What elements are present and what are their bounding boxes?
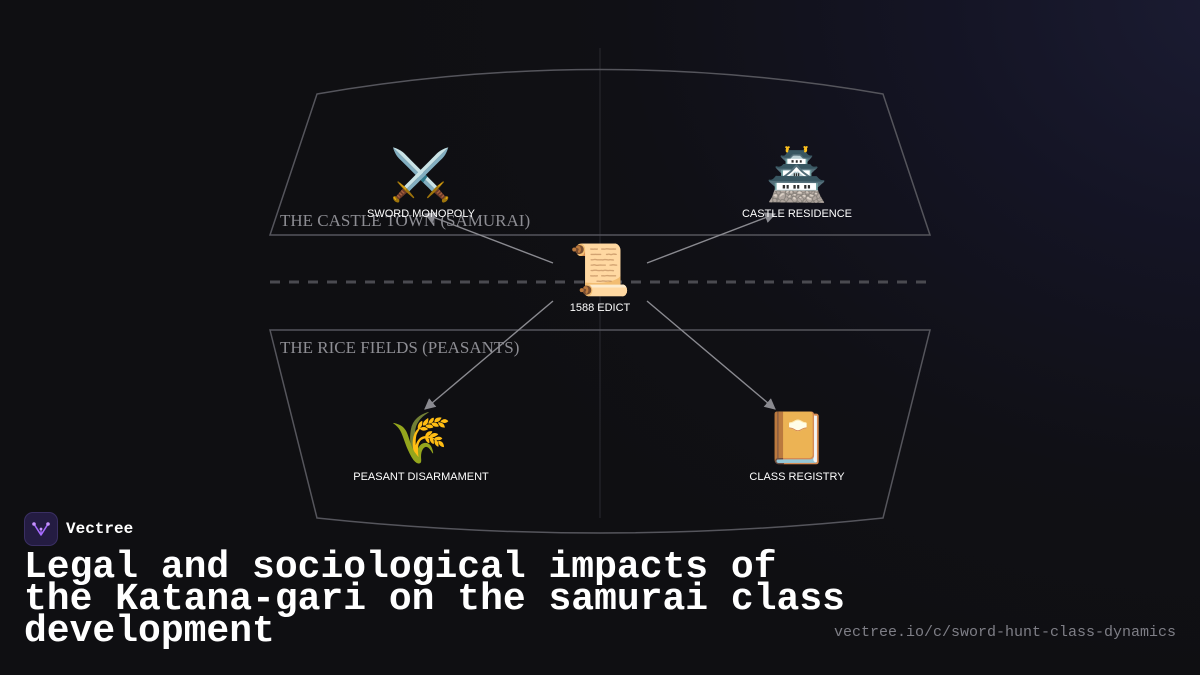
castle-town-zone [268,68,932,236]
node-class-registry: 📔 CLASS REGISTRY [749,409,845,483]
notebook-icon: 📔 [766,409,828,467]
arrow-edict-to-peasant [424,300,554,410]
scroll-icon: 📜 [569,241,631,299]
node-castle-residence: 🏯 CASTLE RESIDENCE [742,145,852,220]
arrow-edict-to-registry [646,300,776,410]
node-sword-monopoly: ⚔️ SWORD MONOPOLY [367,146,476,220]
edict-label: 1588 EDICT [570,302,631,314]
peasant-disarmament-label: PEASANT DISARMAMENT [353,471,489,483]
castle-residence-label: CASTLE RESIDENCE [742,208,852,220]
vectree-logo-icon [24,512,58,546]
brand: Vectree [24,512,133,546]
node-1588-edict: 📜 1588 EDICT [569,241,631,314]
japanese-castle-icon: 🏯 [766,145,828,205]
crossed-swords-icon: ⚔️ [390,146,452,204]
castle-town-label: THE CASTLE TOWN (SAMURAI) [280,211,530,230]
arrow-edict-to-sword [423,212,554,264]
brand-name: Vectree [66,520,134,538]
node-peasant-disarmament: 🌾 PEASANT DISARMAMENT [353,409,489,483]
arrow-edict-to-castle [646,212,777,264]
rice-fields-zone [269,329,931,534]
sword-monopoly-label: SWORD MONOPOLY [367,208,476,220]
rice-sheaf-icon: 🌾 [390,409,452,467]
page-title: Legal and sociological impacts of the Ka… [24,546,845,653]
class-registry-label: CLASS REGISTRY [749,471,845,483]
source-url: vectree.io/c/sword-hunt-class-dynamics [833,624,1176,641]
rice-fields-label: THE RICE FIELDS (PEASANTS) [280,338,519,357]
